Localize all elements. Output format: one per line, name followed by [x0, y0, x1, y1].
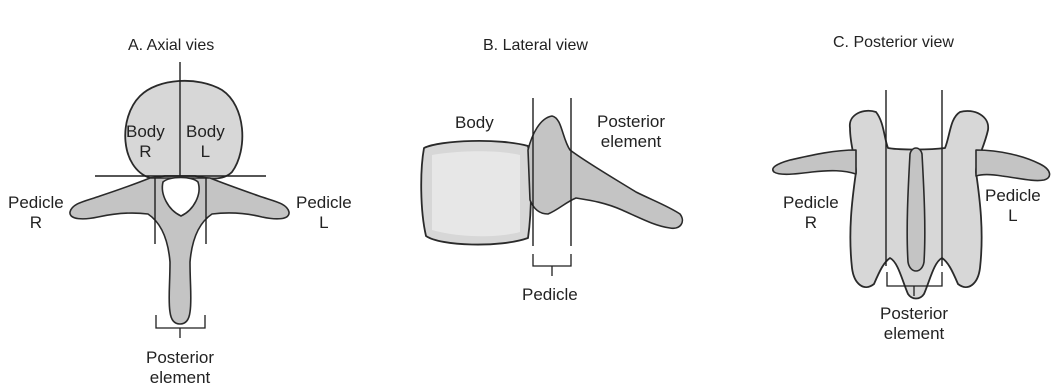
posterior-pedicle-l-label: Pedicle L — [985, 186, 1041, 226]
posterior-element-label: Posterior element — [880, 304, 948, 344]
posterior-transverse-process-l — [976, 150, 1050, 181]
posterior-spinous-process — [907, 148, 925, 271]
posterior-title: C. Posterior view — [833, 33, 954, 53]
posterior-pedicle-r-label: Pedicle R — [783, 193, 839, 233]
posterior-transverse-process-r — [773, 150, 856, 174]
